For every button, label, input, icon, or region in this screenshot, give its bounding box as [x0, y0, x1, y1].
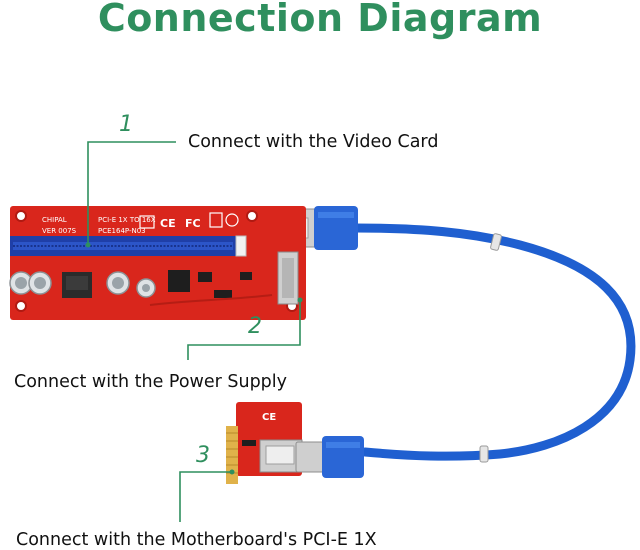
silkscreen-spec: PCI-E 1X TO 16X: [98, 216, 156, 224]
ce-mark: CE: [160, 217, 176, 230]
silkscreen-version: VER 007S: [42, 227, 77, 235]
leader-line-3: [179, 471, 232, 522]
riser-board: CHIPAL VER 007S PCI-E 1X TO 16X PCE164P-…: [9, 206, 306, 320]
silkscreen-brand: CHIPAL: [42, 216, 67, 224]
svg-text:CE: CE: [262, 412, 276, 423]
callout-label-power-supply: Connect with the Power Supply: [14, 372, 288, 392]
usb-plug-bottom: [295, 436, 364, 478]
leader-line-2: [187, 300, 301, 360]
leader-lines: [87, 141, 301, 522]
cable-clip-bottom: [479, 445, 489, 463]
pcie-x1-adapter: CE: [226, 402, 303, 484]
fc-mark: FC: [185, 217, 201, 230]
cable-clip-top: [490, 233, 502, 251]
silkscreen-model: PCE164P-N03: [98, 227, 146, 235]
callout-label-motherboard: Connect with the Motherboard's PCI-E 1X: [16, 530, 377, 550]
usb-cable: [350, 223, 636, 461]
leader-line-1: [87, 141, 176, 245]
callout-label-video-card: Connect with the Video Card: [188, 132, 439, 152]
callout-number-3: 3: [196, 443, 210, 468]
callout-number-2: 2: [248, 314, 262, 339]
callout-number-1: 1: [119, 112, 133, 137]
page-title: Connection Diagram: [97, 0, 543, 40]
